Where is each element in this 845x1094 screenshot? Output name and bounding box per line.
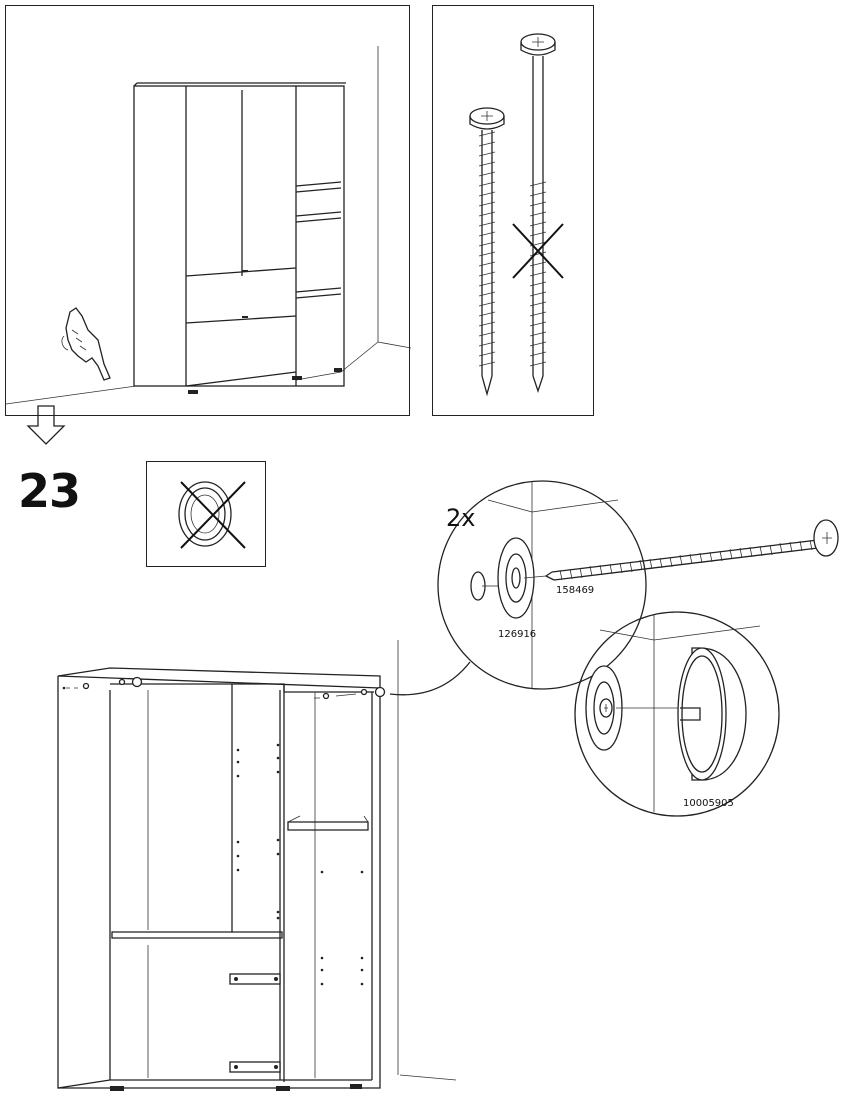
cap-callout [575,612,779,816]
top-back-screw-holes [63,678,385,699]
washer-part-number: 126916 [498,630,536,640]
cap-part-number: 10005905 [683,799,734,809]
screw-part-number: 158469 [556,586,594,596]
quantity-label: 2x [446,506,475,530]
